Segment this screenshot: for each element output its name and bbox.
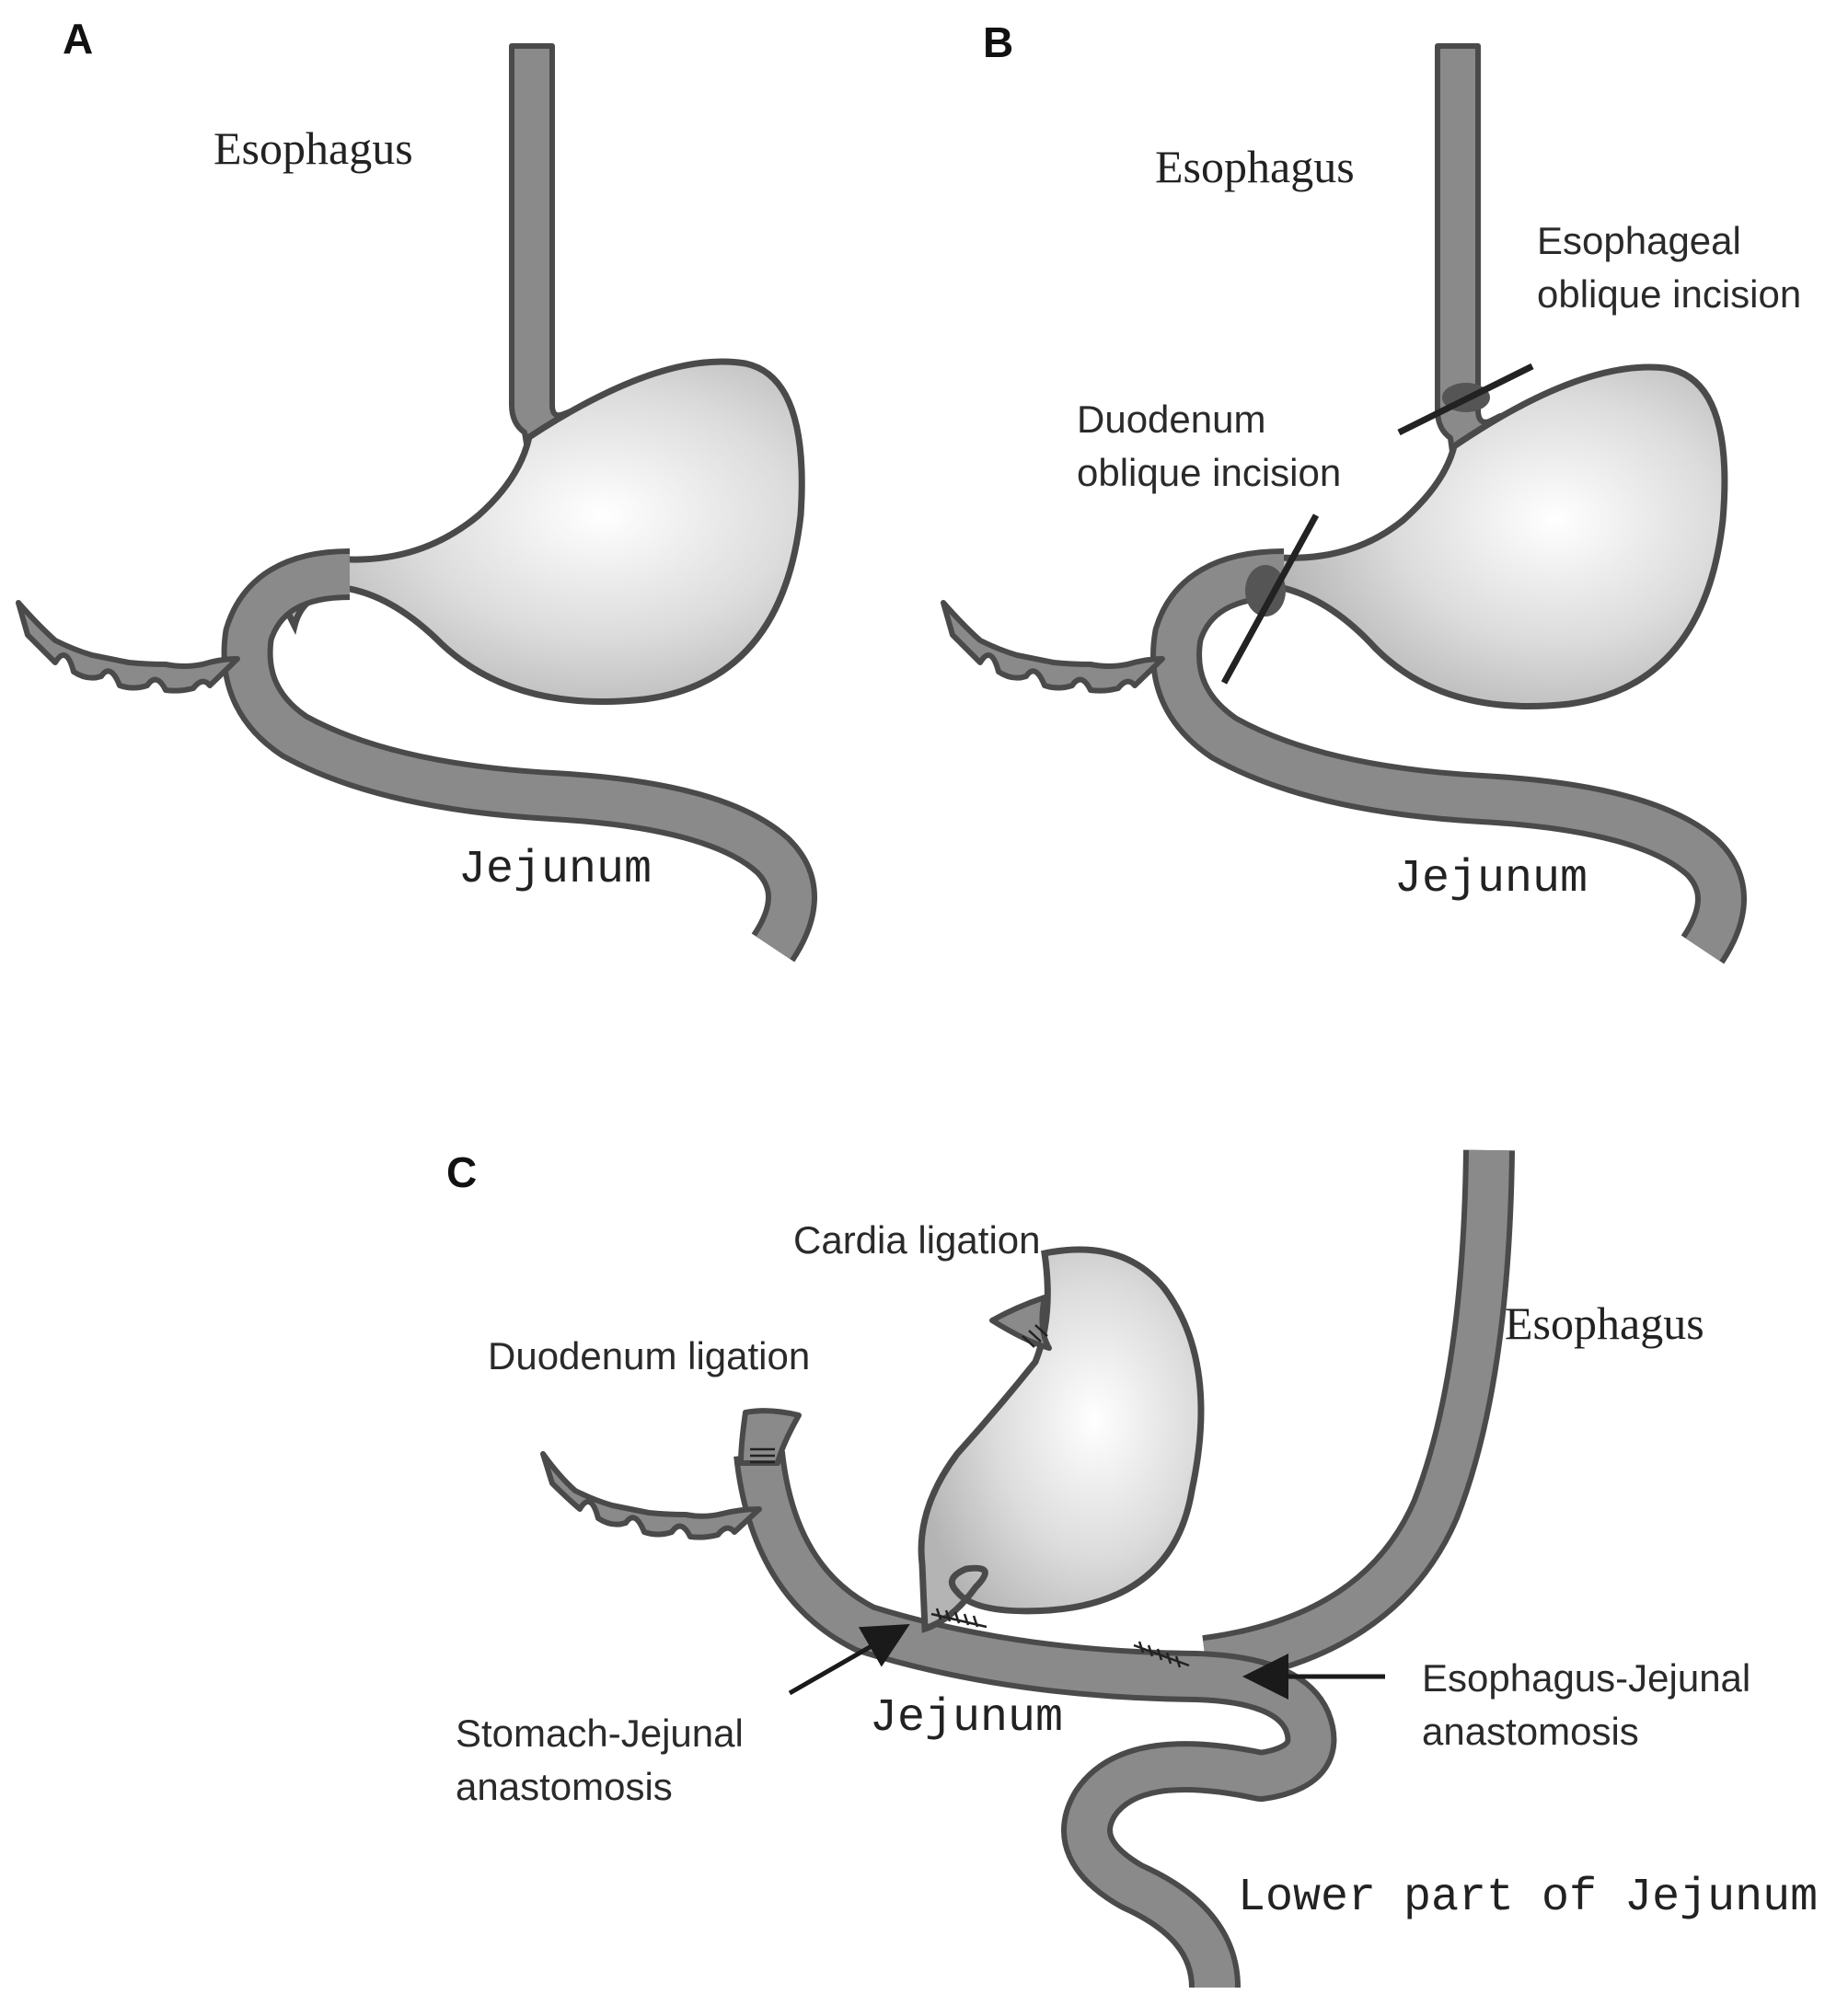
esophagus-a (509, 43, 578, 463)
jejunum-label-b: Jejunum (1394, 853, 1588, 905)
duodenum-incision-label-line1: Duodenum (1077, 398, 1265, 441)
panel-b-letter: B (983, 18, 1013, 66)
panel-c-letter: C (446, 1148, 477, 1196)
panel-a-letter: A (63, 15, 93, 63)
lower-jejunum-label: Lower part of Jejunum (1238, 1872, 1818, 1924)
duodenum-incision-label-line2: oblique incision (1077, 451, 1341, 494)
duodenum-ligation-label: Duodenum ligation (488, 1334, 810, 1377)
jejunum-tube-b (1150, 513, 1747, 964)
panel-b: B Esophagus Esophageal oblique incision … (941, 18, 1801, 964)
mesentery-c (540, 1451, 762, 1540)
esophagus-label-b: Esophagus (1155, 141, 1355, 192)
stomach-b (1276, 363, 1728, 709)
duodenum-incision-mark (1245, 565, 1286, 617)
jejunum-label-c: Jejunum (870, 1692, 1063, 1745)
panel-a: A Esophagus Jejunum (16, 15, 817, 962)
esophageal-incision-label-line2: oblique incision (1537, 272, 1801, 316)
stomach-jejunal-suture (930, 1608, 988, 1629)
jejunum-tube-a (221, 548, 817, 962)
esophagus-jejunal-label-line1: Esophagus-Jejunal (1422, 1656, 1750, 1700)
mesentery-b (941, 600, 1165, 694)
jejunum-label-a: Jejunum (458, 844, 652, 896)
esophageal-incision-label-line1: Esophageal (1537, 219, 1741, 262)
esophagus-b (1397, 43, 1534, 468)
stomach-c (918, 1246, 1205, 1633)
esophagus-jejunal-label-line2: anastomosis (1422, 1710, 1639, 1753)
duodenum-incision-line (1220, 513, 1320, 685)
cardia-ligation-suture (1022, 1324, 1048, 1348)
esophagus-label-c: Esophagus (1505, 1297, 1704, 1349)
stomach-jejunal-label-line2: anastomosis (456, 1765, 673, 1808)
mesentery-a (16, 600, 240, 694)
stomach-jejunal-label-line1: Stomach-Jejunal (456, 1712, 744, 1755)
panel-c: C Cardia ligation Duodenum ligation (446, 1148, 1818, 1989)
esophageal-incision-line (1397, 363, 1534, 436)
stomach-jejunal-arrow (788, 1624, 910, 1696)
stomach-a (271, 358, 805, 705)
cardia-ligation-label: Cardia ligation (793, 1218, 1041, 1262)
esophagus-c (1202, 1149, 1515, 1687)
esophagus-label-a: Esophagus (214, 122, 413, 174)
esophagus-jejunal-suture (1133, 1641, 1190, 1668)
duodenum-ligation-suture (750, 1447, 775, 1464)
